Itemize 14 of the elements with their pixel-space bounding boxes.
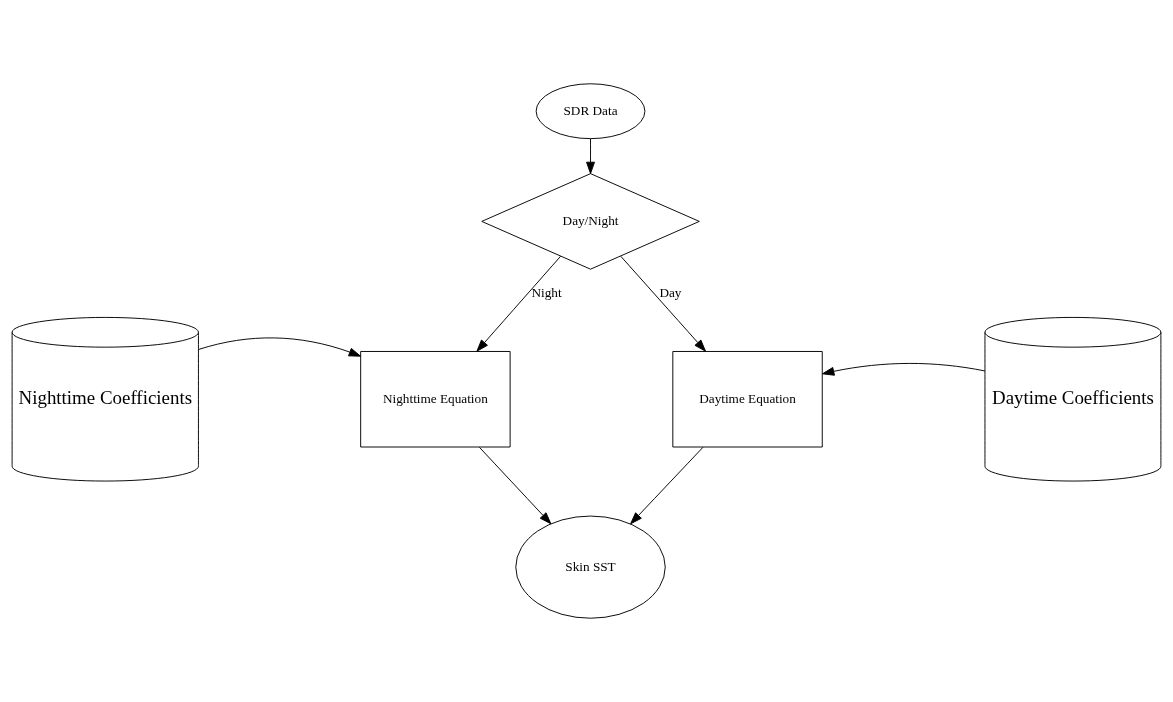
arrow (198, 337, 361, 357)
node-box: Nighttime Equation (360, 351, 511, 448)
arrow (476, 255, 562, 352)
arrow (478, 446, 552, 525)
arrow (822, 362, 986, 376)
arrow (620, 255, 706, 352)
edge-label: Day (659, 284, 682, 300)
node-box: Daytime Equation (672, 351, 823, 448)
edge-label: Night (531, 284, 562, 300)
node-diamond: Day/Night (481, 173, 700, 270)
node-ellipse: Skin SST (515, 515, 666, 619)
arrow (630, 446, 704, 525)
arrow (586, 138, 595, 175)
node-ellipse: SDR Data (535, 83, 646, 140)
